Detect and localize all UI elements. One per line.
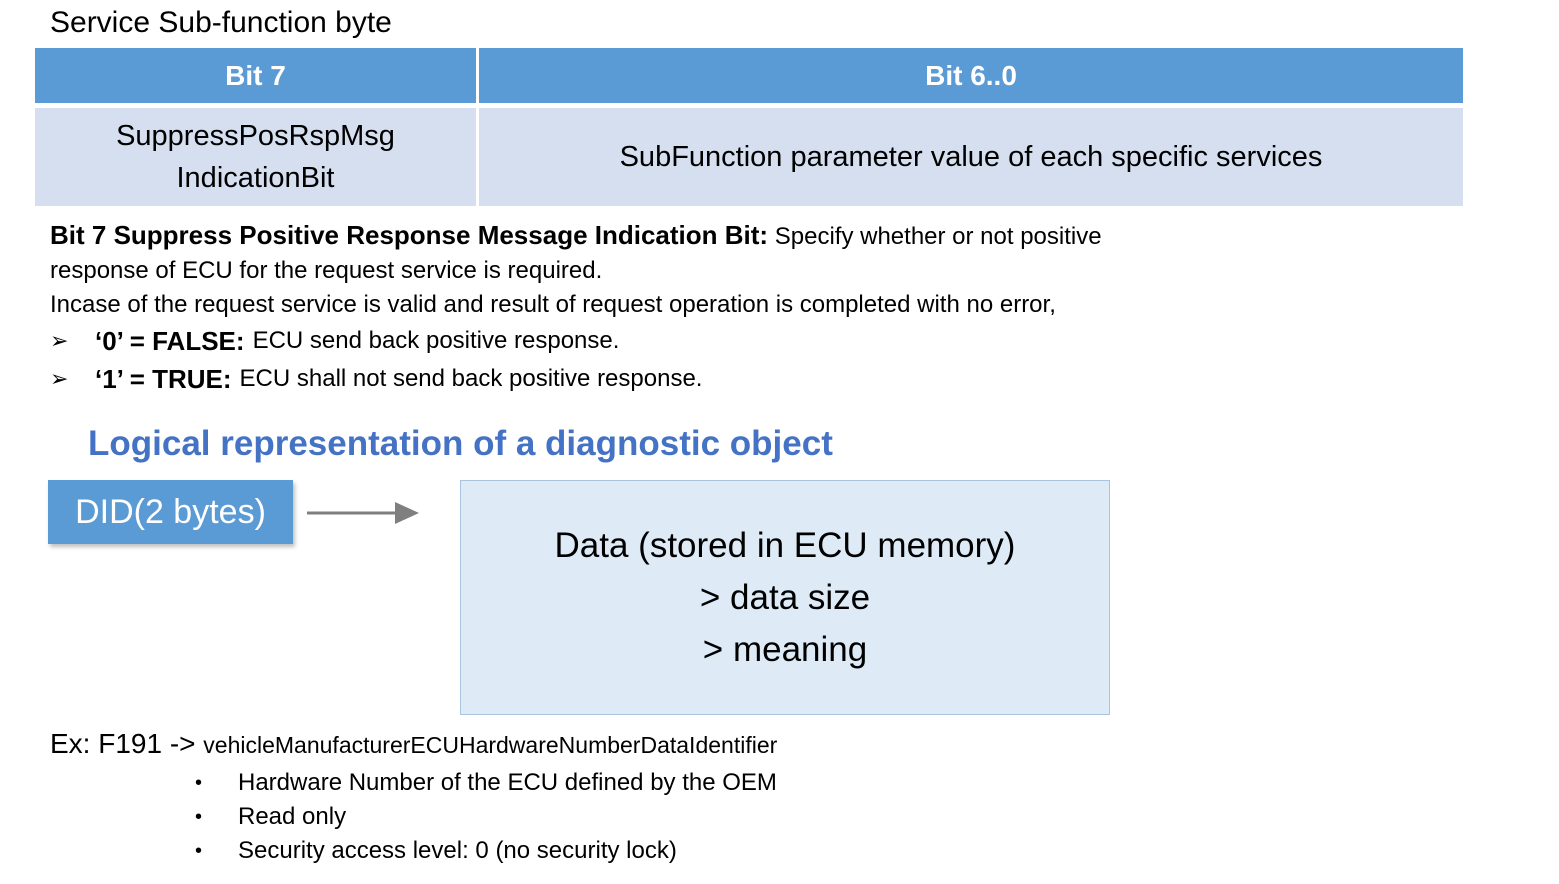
description-line1: Bit 7 Suppress Positive Response Message… bbox=[50, 218, 1230, 254]
cell-suppress-bit: SuppressPosRspMsg IndicationBit bbox=[35, 108, 476, 206]
list-item: • Security access level: 0 (no security l… bbox=[195, 834, 995, 868]
example-section: Ex: F191 -> vehicleManufacturerECUHardwa… bbox=[50, 728, 777, 864]
example-line: Ex: F191 -> vehicleManufacturerECUHardwa… bbox=[50, 728, 777, 760]
description-line2: response of ECU for the request service … bbox=[50, 257, 603, 284]
logical-title: Logical representation of a diagnostic o… bbox=[88, 424, 833, 463]
bullet-dot-icon: • bbox=[195, 839, 203, 862]
data-box-line1: Data (stored in ECU memory) bbox=[554, 525, 1016, 565]
bullet-dot-icon: • bbox=[195, 805, 203, 828]
header-bit7: Bit 7 bbox=[35, 48, 476, 103]
description-line3: Incase of the request service is valid a… bbox=[50, 291, 1056, 318]
section-title: Service Sub-function byte bbox=[50, 6, 392, 39]
example-identifier: vehicleManufacturerECUHardwareNumberData… bbox=[203, 732, 778, 758]
list-item: • Read only bbox=[195, 800, 995, 834]
bullet-false-key: ‘0’ = FALSE: bbox=[95, 326, 245, 356]
bullet-dot-icon: • bbox=[195, 771, 203, 794]
example-prefix: Ex: F191 -> bbox=[50, 728, 196, 759]
data-box-line2: > data size bbox=[699, 577, 871, 617]
bullet-true: ➢ ‘1’ = TRUE: ECU shall not send back po… bbox=[50, 360, 1230, 398]
bullet-true-text: ECU shall not send back positive respons… bbox=[239, 365, 703, 392]
list-item-text: Read only bbox=[238, 803, 347, 830]
list-item-text: Hardware Number of the ECU defined by th… bbox=[238, 769, 777, 796]
right-arrow-icon bbox=[307, 502, 419, 524]
cell-suppress-line1: SuppressPosRspMsg bbox=[116, 120, 395, 152]
arrowhead-bullet-icon: ➢ bbox=[50, 366, 69, 391]
bullet-true-key: ‘1’ = TRUE: bbox=[95, 364, 232, 394]
example-list: • Hardware Number of the ECU defined by t… bbox=[195, 766, 995, 868]
header-bit6-0: Bit 6..0 bbox=[479, 48, 1463, 103]
data-box-line3: > meaning bbox=[702, 629, 868, 669]
description: Bit 7 Suppress Positive Response Message… bbox=[50, 218, 1230, 398]
list-item-text: Security access level: 0 (no security lo… bbox=[238, 837, 677, 864]
did-box: DID(2 bytes) bbox=[48, 480, 293, 544]
description-lead-rest: Specify whether or not positive bbox=[768, 223, 1102, 250]
list-item: • Hardware Number of the ECU defined by t… bbox=[195, 766, 995, 800]
bit-table: Bit 7 Bit 6..0 SuppressPosRspMsg Indicat… bbox=[35, 48, 1463, 206]
description-lead: Bit 7 Suppress Positive Response Message… bbox=[50, 220, 769, 250]
bullet-false-text: ECU send back positive response. bbox=[252, 327, 620, 354]
cell-suppress-line2: IndicationBit bbox=[176, 162, 335, 194]
cell-subfunction: SubFunction parameter value of each spec… bbox=[479, 108, 1463, 206]
data-box: Data (stored in ECU memory) > data size … bbox=[460, 480, 1110, 715]
arrowhead-bullet-icon: ➢ bbox=[50, 328, 69, 353]
bullet-false: ➢ ‘0’ = FALSE: ECU send back positive re… bbox=[50, 322, 1230, 360]
